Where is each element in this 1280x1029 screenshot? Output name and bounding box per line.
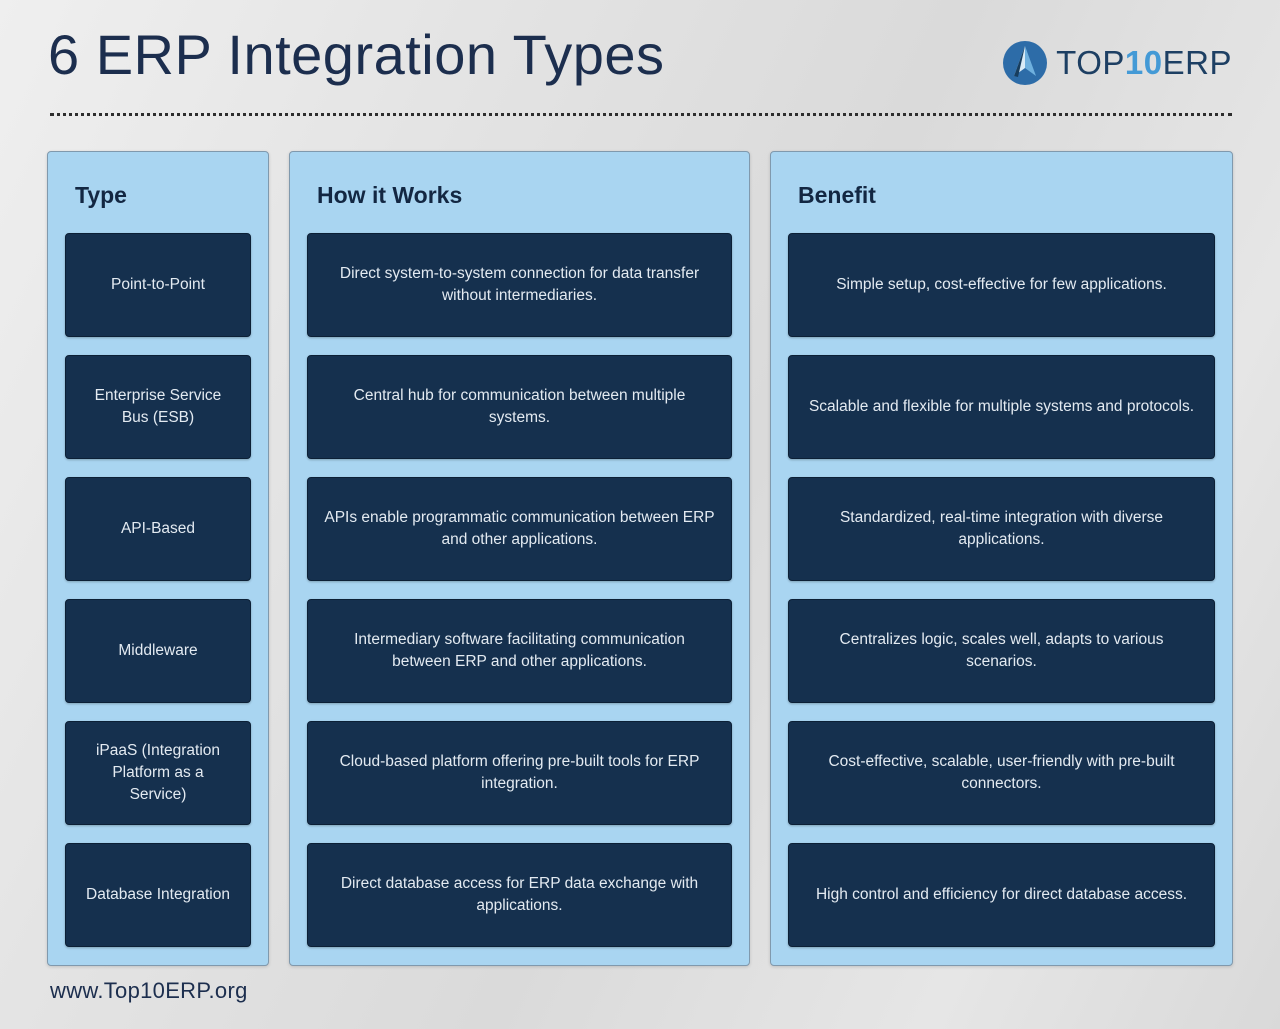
benefit-card: Cost-effective, scalable, user-friendly …: [788, 721, 1215, 825]
benefit-card: High control and efficiency for direct d…: [788, 843, 1215, 947]
website-url: www.Top10ERP.org: [50, 978, 248, 1003]
column-type: Type Point-to-Point Enterprise Service B…: [47, 151, 269, 966]
how-card: Direct database access for ERP data exch…: [307, 843, 732, 947]
how-card: APIs enable programmatic communication b…: [307, 477, 732, 581]
type-card: Database Integration: [65, 843, 251, 947]
compass-arrow-icon: [1002, 40, 1048, 86]
column-type-header: Type: [75, 182, 127, 208]
benefit-card: Standardized, real-time integration with…: [788, 477, 1215, 581]
logo-top: TOP: [1056, 44, 1125, 81]
type-card: Enterprise Service Bus (ESB): [65, 355, 251, 459]
type-card: API-Based: [65, 477, 251, 581]
type-card: Point-to-Point: [65, 233, 251, 337]
column-how-header: How it Works: [317, 182, 463, 208]
brand-logo: TOP10ERP: [1002, 40, 1232, 86]
column-benefit-header: Benefit: [798, 182, 876, 208]
logo-ten: 10: [1124, 44, 1163, 81]
how-card: Intermediary software facilitating commu…: [307, 599, 732, 703]
how-card: Direct system-to-system connection for d…: [307, 233, 732, 337]
column-how-cards: Direct system-to-system connection for d…: [307, 233, 732, 947]
type-card: iPaaS (Integration Platform as a Service…: [65, 721, 251, 825]
benefit-card: Scalable and flexible for multiple syste…: [788, 355, 1215, 459]
column-type-cards: Point-to-Point Enterprise Service Bus (E…: [65, 233, 251, 947]
type-card: Middleware: [65, 599, 251, 703]
logo-erp: ERP: [1162, 44, 1232, 81]
how-card: Central hub for communication between mu…: [307, 355, 732, 459]
benefit-card: Simple setup, cost-effective for few app…: [788, 233, 1215, 337]
column-benefit: Benefit Simple setup, cost-effective for…: [770, 151, 1233, 966]
benefit-card: Centralizes logic, scales well, adapts t…: [788, 599, 1215, 703]
column-how-it-works: How it Works Direct system-to-system con…: [289, 151, 750, 966]
how-card: Cloud-based platform offering pre-built …: [307, 721, 732, 825]
columns-container: Type Point-to-Point Enterprise Service B…: [47, 151, 1233, 966]
dotted-divider: [50, 113, 1232, 116]
brand-logo-text: TOP10ERP: [1056, 44, 1232, 82]
column-benefit-cards: Simple setup, cost-effective for few app…: [788, 233, 1215, 947]
page-title: 6 ERP Integration Types: [48, 23, 665, 86]
